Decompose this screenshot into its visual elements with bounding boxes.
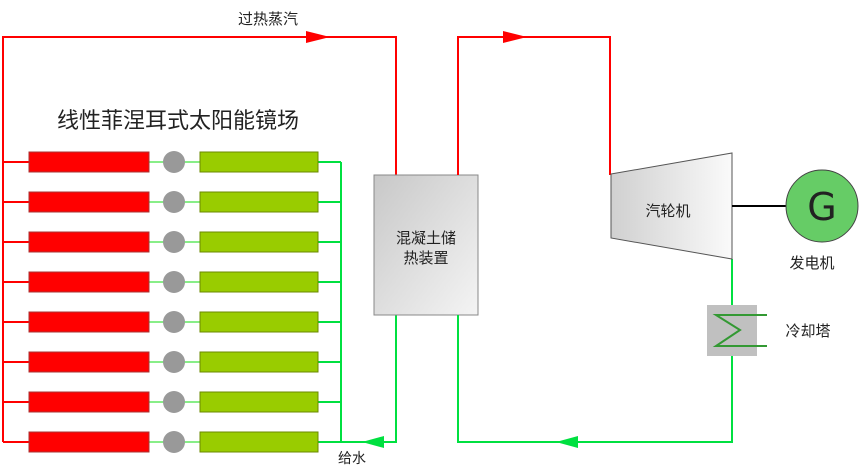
mirror-joint xyxy=(163,351,185,373)
condensate-pipe xyxy=(457,259,733,443)
mirror-joint xyxy=(163,231,185,253)
receiver-preheat-section xyxy=(199,431,319,453)
receiver-hot-section xyxy=(28,191,150,213)
receiver-hot-section xyxy=(28,231,150,253)
superheated-steam-label: 过热蒸汽 xyxy=(238,10,298,28)
receiver-preheat-section xyxy=(199,271,319,293)
field-title: 线性菲涅耳式太阳能镜场 xyxy=(57,109,299,134)
generator-symbol: G xyxy=(807,185,836,229)
receiver-hot-section xyxy=(28,351,150,373)
receiver-preheat-section xyxy=(199,151,319,173)
cooling-tower-label: 冷却塔 xyxy=(785,322,830,340)
generator-label: 发电机 xyxy=(789,254,834,272)
hot-steam-pipe-left xyxy=(2,36,397,442)
receiver-preheat-section xyxy=(199,351,319,373)
flow-arrow-left-icon xyxy=(556,436,578,448)
receiver-hot-section xyxy=(28,271,150,293)
heat-exchanger-icon xyxy=(712,314,767,347)
receiver-preheat-section xyxy=(199,391,319,413)
receiver-hot-section xyxy=(28,391,150,413)
turbine-label: 汽轮机 xyxy=(645,202,690,220)
feed-water-label: 给水 xyxy=(338,451,366,467)
collector-field xyxy=(3,151,341,453)
hot-steam-pipe-right xyxy=(457,36,611,175)
concrete-storage xyxy=(373,174,479,316)
flow-arrow-right-icon xyxy=(503,31,527,43)
receiver-hot-section xyxy=(28,151,150,173)
generator xyxy=(785,169,859,243)
mirror-joint xyxy=(163,151,185,173)
receiver-preheat-section xyxy=(199,231,319,253)
receiver-preheat-section xyxy=(199,191,319,213)
receiver-preheat-section xyxy=(199,311,319,333)
storage-label-2: 热装置 xyxy=(403,249,448,267)
cooling-tower xyxy=(707,305,757,356)
receiver-hot-section xyxy=(28,311,150,333)
storage-label-1: 混凝土储 xyxy=(396,229,456,247)
mirror-joint xyxy=(163,311,185,333)
receiver-hot-section xyxy=(28,431,150,453)
mirror-joint xyxy=(163,191,185,213)
flow-arrow-right-icon xyxy=(306,31,330,43)
mirror-joint xyxy=(163,271,185,293)
flow-arrow-left-icon xyxy=(362,436,384,448)
turbine xyxy=(610,152,733,260)
mirror-joint xyxy=(163,391,185,413)
mirror-joint xyxy=(163,431,185,453)
